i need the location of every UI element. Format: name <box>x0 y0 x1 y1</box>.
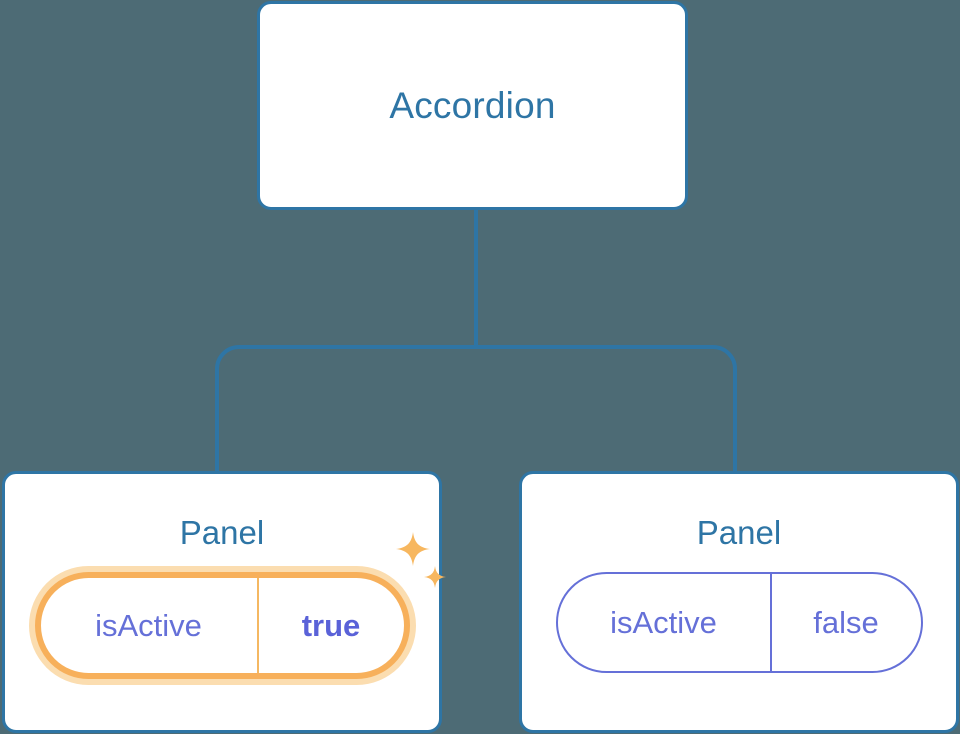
prop-pill-isactive-true[interactable]: isActive true <box>34 572 410 679</box>
prop-pill-isactive-false[interactable]: isActive false <box>555 572 923 673</box>
prop-value: false <box>813 604 879 640</box>
sparkle-icon <box>423 566 446 588</box>
sparkle-icon <box>395 532 430 566</box>
prop-value: true <box>301 607 361 643</box>
node-panel-left[interactable]: Panel isActive true <box>2 471 446 733</box>
prop-key: isActive <box>41 578 259 673</box>
node-panel-right[interactable]: Panel isActive false <box>519 471 959 733</box>
connector-branch-left <box>215 345 476 472</box>
node-panel-right-label: Panel <box>696 514 782 551</box>
node-panel-left-label: Panel <box>179 514 265 551</box>
prop-key: isActive <box>558 574 772 671</box>
node-accordion-label: Accordion <box>389 85 556 126</box>
node-accordion[interactable]: Accordion <box>257 1 688 210</box>
prop-pill-left-wrapper: isActive true <box>34 532 446 679</box>
connector-branch-right <box>476 345 737 472</box>
